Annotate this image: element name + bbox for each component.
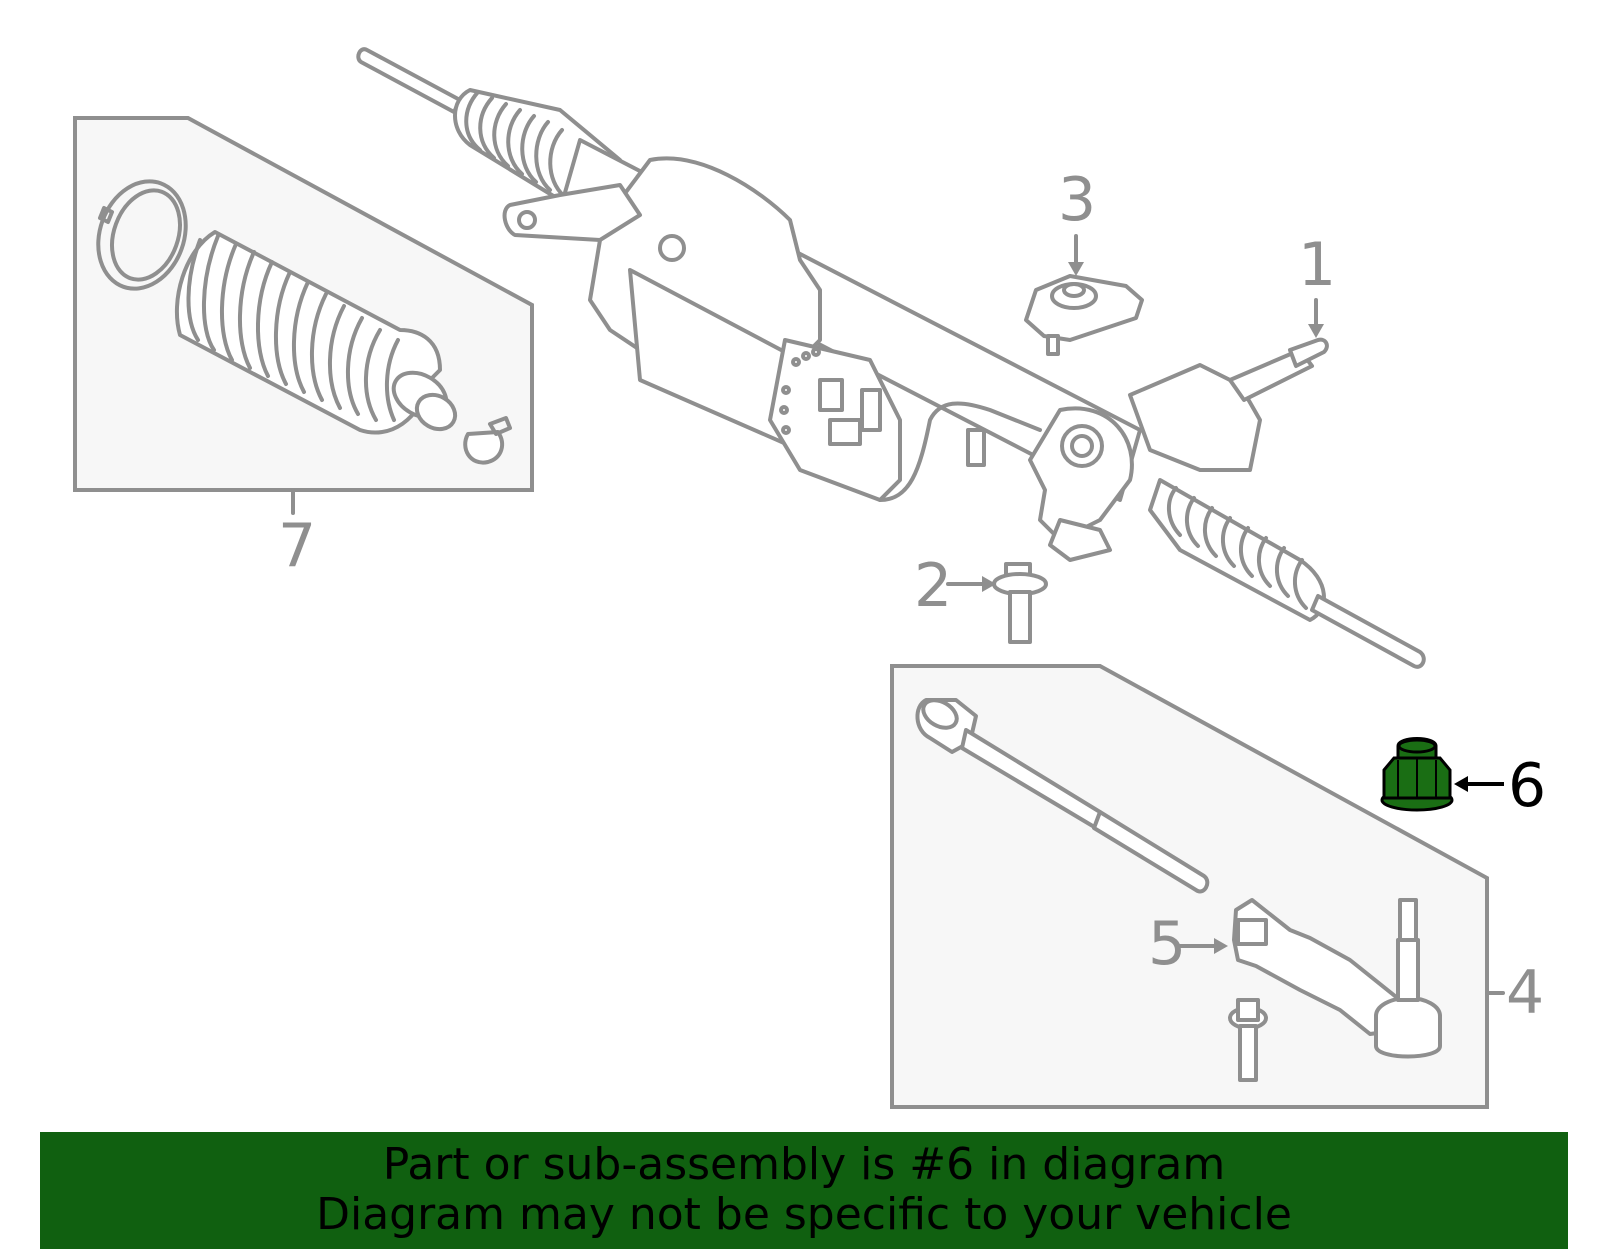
callout-7: 7 <box>278 511 316 581</box>
banner-line-1: Part or sub-assembly is #6 in diagram <box>382 1139 1226 1190</box>
callout-3: 3 <box>1058 165 1096 235</box>
mount-bracket-part <box>1024 234 1144 356</box>
callout-1: 1 <box>1298 230 1336 300</box>
tie-rod-inset <box>890 664 1505 1109</box>
boot-kit-inset <box>73 116 534 515</box>
callout-2: 2 <box>914 551 952 621</box>
bolt-part <box>946 562 1048 644</box>
info-banner: Part or sub-assembly is #6 in diagram Di… <box>40 1132 1568 1249</box>
callout-6: 6 <box>1508 751 1546 821</box>
callout-5: 5 <box>1148 909 1186 979</box>
banner-line-2: Diagram may not be specific to your vehi… <box>316 1189 1292 1240</box>
steering-rack-assembly <box>356 47 1426 669</box>
callout-4: 4 <box>1506 958 1544 1028</box>
callout-1-leader <box>1308 298 1324 338</box>
hex-nut-part-highlighted <box>1380 737 1504 812</box>
